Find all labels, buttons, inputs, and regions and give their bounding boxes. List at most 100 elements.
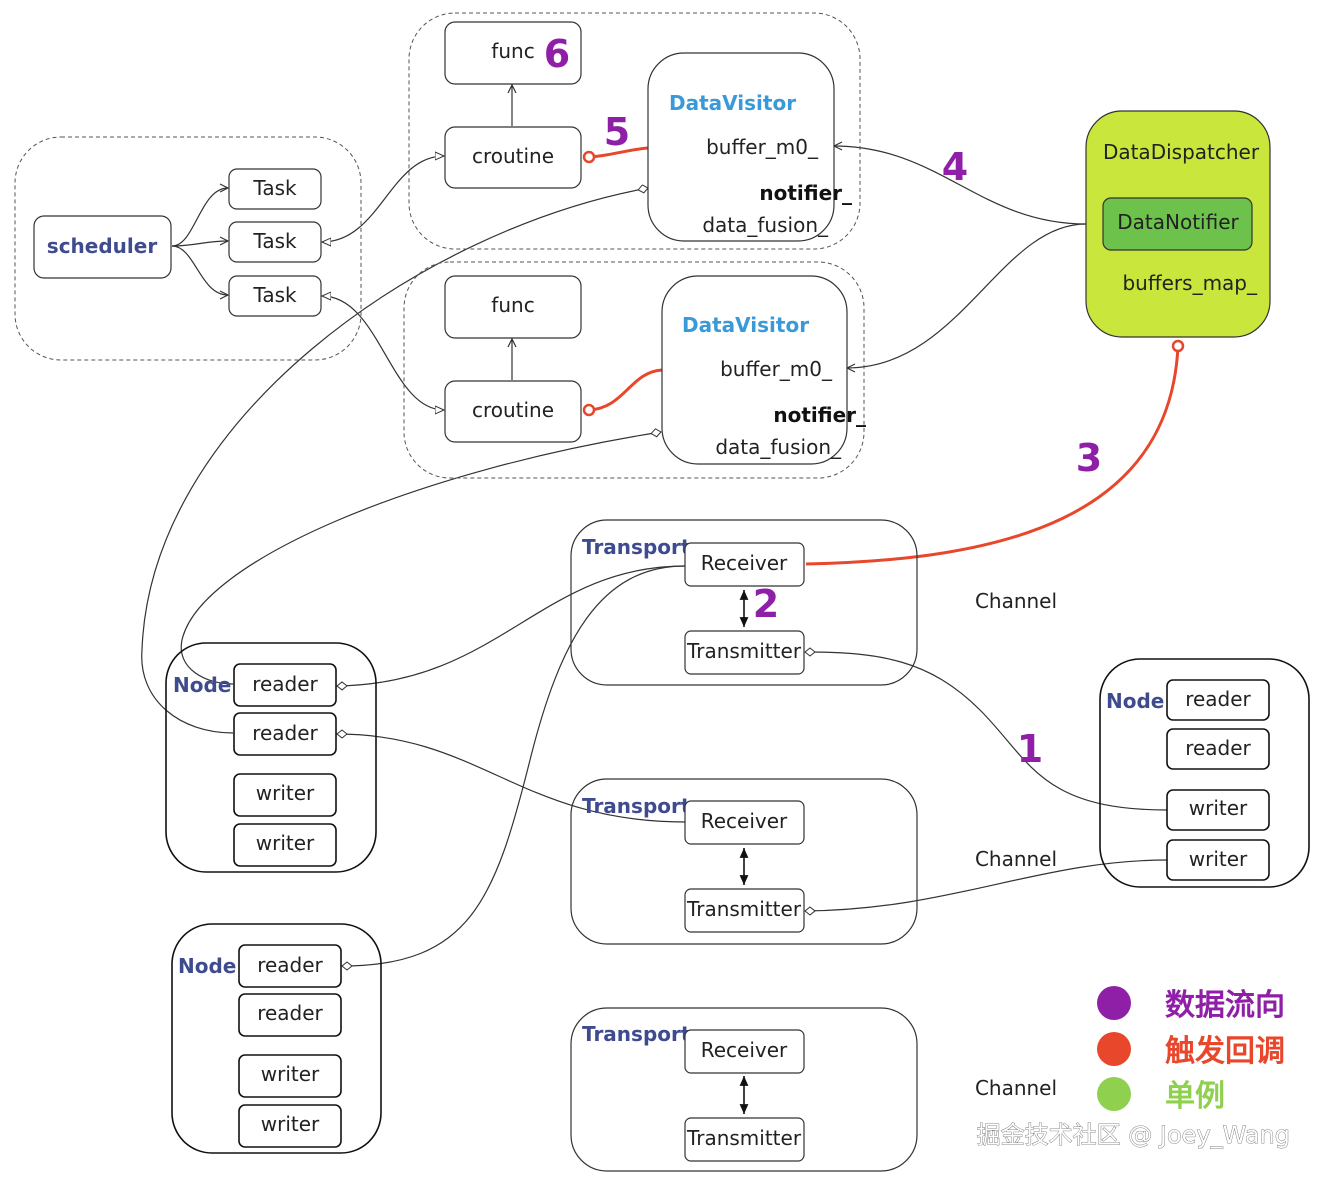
transport-box [570, 519, 918, 686]
reader-port[interactable] [238, 993, 342, 1037]
port-label: writer [261, 1062, 320, 1086]
port-label: reader [252, 721, 318, 745]
reader-port[interactable] [233, 663, 337, 707]
fusion-reader-link [141, 184, 649, 734]
channel-label: Channel [975, 847, 1057, 871]
connectors [141, 85, 1168, 971]
func-box[interactable] [444, 275, 582, 339]
legend-label: 数据流向 [1165, 988, 1285, 1023]
croutine-box[interactable] [444, 126, 582, 189]
node-title: Node [178, 954, 236, 978]
task-label: Task [252, 283, 297, 307]
scheduler-task-link [171, 245, 228, 295]
node-box [1099, 658, 1310, 888]
buffer-field: buffer_m0_ [706, 135, 819, 159]
port-label: reader [252, 672, 318, 696]
writer-transmitter-link [804, 647, 1168, 811]
scheduler-box[interactable] [33, 215, 172, 279]
transmitter-box[interactable] [684, 888, 805, 933]
port-label: reader [257, 1001, 323, 1025]
transport-box [570, 778, 918, 945]
receiver-label: Receiver [701, 809, 788, 833]
transport-title: Transport [582, 794, 691, 818]
node-box [165, 642, 377, 873]
func-box[interactable] [444, 21, 582, 85]
writer-port[interactable] [1166, 839, 1270, 881]
receiver-label: Receiver [701, 551, 788, 575]
task-box[interactable] [228, 168, 322, 210]
step-number: 6 [544, 32, 570, 76]
channel-label: Channel [975, 1076, 1057, 1100]
receiver-box[interactable] [684, 800, 805, 845]
buffers-map-field: buffers_map_ [1122, 271, 1258, 295]
writer-transmitter-link [804, 859, 1168, 916]
notifier-croutine-callback [582, 368, 663, 417]
reader-port[interactable] [233, 712, 337, 756]
data-visitor-box[interactable] [661, 275, 848, 465]
node-title: Node [1106, 689, 1164, 713]
port-label: reader [1185, 736, 1251, 760]
legend-label: 触发回调 [1165, 1034, 1285, 1069]
reader-port[interactable] [1166, 728, 1270, 770]
task-box[interactable] [228, 275, 322, 317]
port-label: writer [256, 781, 315, 805]
scheduler-label: scheduler [47, 234, 158, 258]
notifier-field: notifier_ [773, 403, 866, 427]
reader-port[interactable] [238, 944, 342, 988]
fusion-field: data_fusion_ [702, 213, 829, 237]
reader-port[interactable] [1166, 679, 1270, 721]
legend-dot [1097, 1032, 1131, 1066]
port-label: writer [256, 831, 315, 855]
writer-port[interactable] [238, 1104, 342, 1148]
data-visitor-box[interactable] [647, 52, 835, 242]
data-notifier-box[interactable] [1102, 197, 1253, 251]
transmitter-box[interactable] [684, 630, 805, 675]
node-box [171, 923, 382, 1154]
scheduler-task-link [171, 188, 228, 247]
writer-port[interactable] [233, 773, 337, 817]
dispatcher-buffer-link [834, 146, 1087, 225]
task-croutine-link [322, 296, 444, 410]
transmitter-label: Transmitter [686, 897, 802, 921]
writer-port[interactable] [233, 823, 337, 867]
croutine-box[interactable] [444, 380, 582, 443]
scheduler-group [14, 136, 362, 361]
transport-box [570, 1007, 918, 1172]
channel-label: Channel [975, 589, 1057, 613]
receiver-label: Receiver [701, 1038, 788, 1062]
fusion-field: data_fusion_ [715, 435, 842, 459]
receiver-box[interactable] [684, 1029, 805, 1074]
transport-title: Transport [582, 1022, 691, 1046]
legend-label: 单例 [1165, 1079, 1225, 1114]
notifier-field: notifier_ [759, 181, 852, 205]
task-label: Task [252, 229, 297, 253]
transmitter-label: Transmitter [686, 639, 802, 663]
visitor-group [408, 12, 861, 250]
step-number: 5 [604, 110, 630, 154]
func-label: func [491, 293, 534, 317]
dispatcher-buffer-link [847, 223, 1087, 368]
transport-title: Transport [582, 535, 691, 559]
buffer-field: buffer_m0_ [720, 357, 833, 381]
writer-port[interactable] [238, 1054, 342, 1098]
node-title: Node [173, 673, 231, 697]
receiver-reader-link [341, 565, 686, 971]
fusion-reader-link [180, 428, 662, 685]
receiver-box[interactable] [684, 542, 805, 587]
task-box[interactable] [228, 221, 322, 263]
callback-lines [582, 146, 1185, 566]
writer-port[interactable] [1166, 789, 1270, 831]
visitor-group [403, 261, 865, 479]
task-label: Task [252, 176, 297, 200]
port-label: writer [1189, 847, 1248, 871]
receiver-reader-link [336, 565, 686, 691]
dispatcher-title: DataDispatcher [1103, 140, 1260, 164]
legend-dot [1097, 1077, 1131, 1111]
transmitter-box[interactable] [684, 1117, 805, 1162]
step-number: 4 [942, 145, 968, 189]
func-label: func [491, 39, 534, 63]
port-label: writer [1189, 796, 1248, 820]
receiver-reader-link [336, 729, 686, 823]
